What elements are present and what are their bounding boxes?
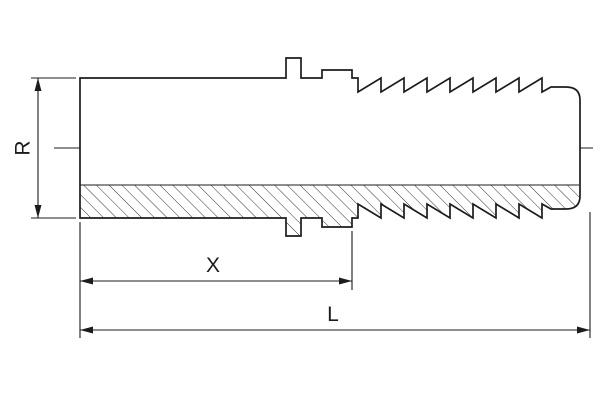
dimension-x-label: X [206, 254, 220, 277]
dimension-x: X [79, 222, 353, 338]
dimension-r-label: R [12, 140, 35, 155]
dimension-l: L [80, 212, 591, 338]
section-hatching [80, 185, 580, 236]
dimension-l-label: L [327, 303, 339, 326]
dimension-r: R [12, 77, 76, 219]
